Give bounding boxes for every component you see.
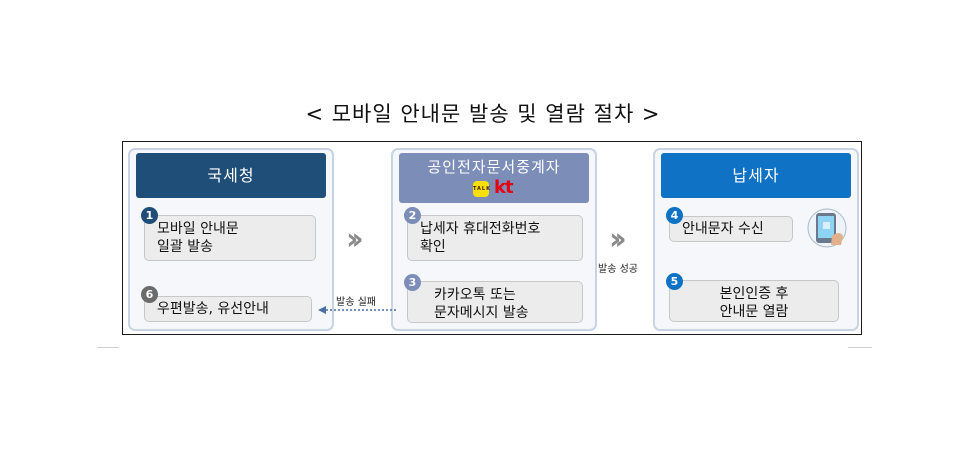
- chevron-double-right-icon: ››: [346, 222, 364, 257]
- step-2-badge: 2: [404, 207, 421, 224]
- column-header-taxpayer: 납세자: [661, 153, 851, 198]
- step-3-box: 카카오톡 또는 문자메시지 발송: [407, 281, 583, 323]
- step-5-box: 본인인증 후 안내문 열람: [669, 280, 839, 322]
- divider-left: [97, 347, 119, 348]
- column-header-nts: 국세청: [136, 153, 326, 198]
- step-6-box: 우편발송, 유선안내: [144, 296, 312, 322]
- step-6-badge: 6: [141, 286, 158, 303]
- chevron-double-right-icon-2: ››: [609, 222, 627, 257]
- step-1-line2: 일괄 발송: [157, 239, 213, 255]
- step-3-line1: 카카오톡 또는: [434, 287, 516, 303]
- send-failure-label: 발송 실패: [336, 297, 376, 308]
- column-header-relay-label: 공인전자문서중계자: [427, 158, 561, 176]
- step-4-box: 안내문자 수신: [669, 216, 793, 242]
- column-nts: 국세청 모바일 안내문 일괄 발송 1 우편발송, 유선안내 6: [128, 148, 334, 331]
- step-4-badge: 4: [666, 207, 683, 224]
- kakao-logo: TALK: [473, 181, 490, 197]
- phone-hand-icon: [807, 208, 847, 248]
- step-5-badge: 5: [666, 273, 683, 290]
- step-1-badge: 1: [141, 207, 158, 224]
- step-5-line2: 안내문 열람: [719, 304, 789, 320]
- step-4-line1: 안내문자 수신: [682, 221, 764, 237]
- step-2-line2: 확인: [420, 239, 446, 255]
- column-taxpayer: 납세자 안내문자 수신 4 본인인증 후 안내문 열람 5: [653, 148, 859, 331]
- page-title: < 모바일 안내문 발송 및 열람 절차 >: [305, 102, 661, 126]
- divider-right: [848, 347, 872, 348]
- send-success-label: 발송 성공: [598, 264, 638, 275]
- step-2-box: 납세자 휴대전화번호 확인: [407, 215, 583, 261]
- kt-logo: kt: [494, 177, 514, 198]
- step-1-box: 모바일 안내문 일괄 발송: [144, 215, 316, 261]
- step-3-line2: 문자메시지 발송: [434, 305, 529, 321]
- step-1-line1: 모바일 안내문: [157, 221, 239, 237]
- step-5-line1: 본인인증 후: [719, 286, 789, 302]
- logo-row: TALK kt: [399, 177, 589, 201]
- step-2-line1: 납세자 휴대전화번호: [420, 221, 541, 237]
- step-6-line1: 우편발송, 유선안내: [157, 301, 269, 317]
- step-3-badge: 3: [404, 274, 421, 291]
- column-relay: 공인전자문서중계자 TALK kt 납세자 휴대전화번호 확인 2 카카오톡 또…: [391, 148, 597, 331]
- column-header-relay: 공인전자문서중계자 TALK kt: [399, 153, 589, 203]
- failure-arrow: [318, 306, 396, 314]
